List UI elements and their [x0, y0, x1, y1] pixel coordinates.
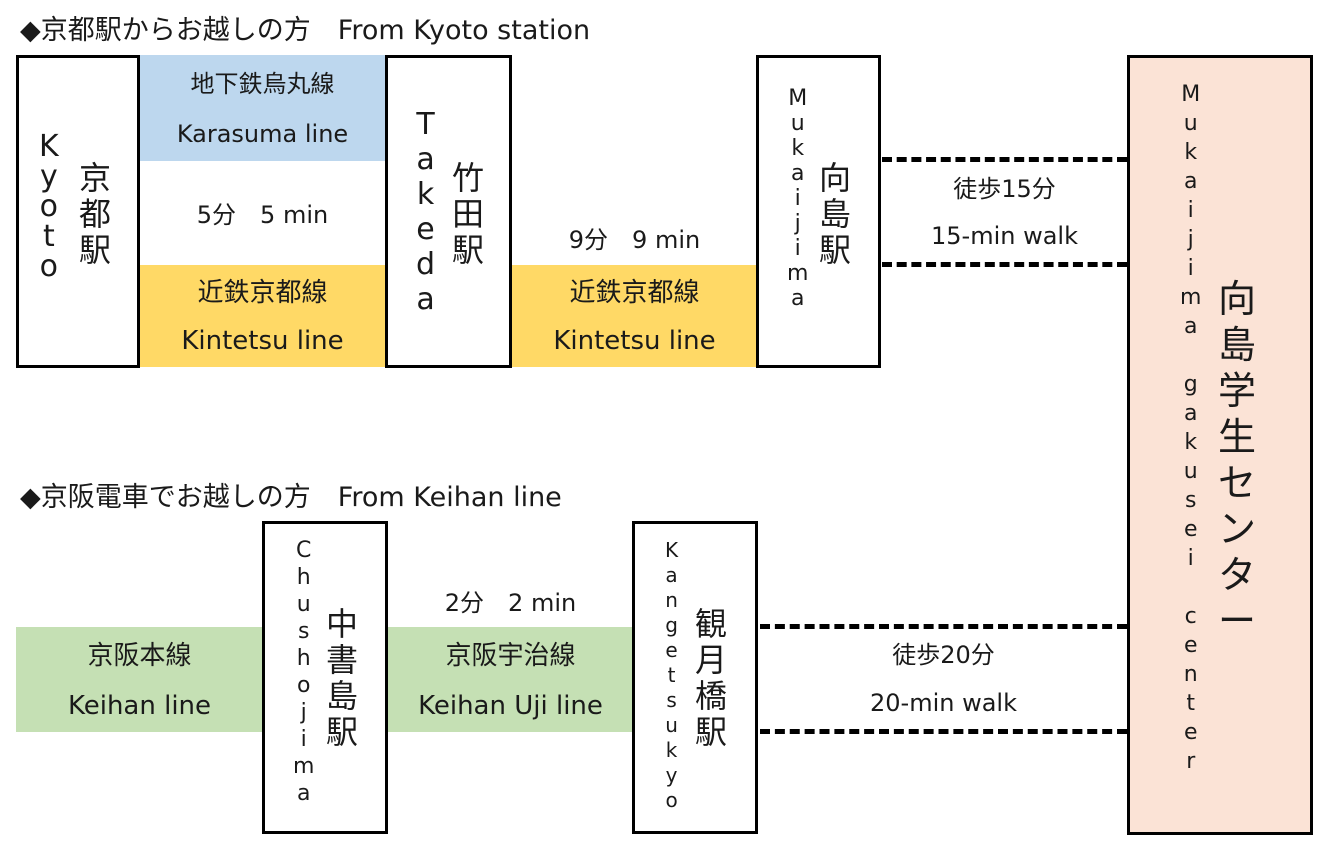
kintetsu-line-en-1: Kintetsu line — [140, 315, 385, 367]
takeda-mukaijima-travel-time: 9分 9 min — [568, 225, 701, 254]
kyoto-station-jp: 京都駅 — [79, 159, 112, 269]
center-name-jp: 向 島 学 生 セ ン タ ー — [1218, 277, 1257, 643]
chushojima-station-box: C h u s h o j i m a 中書島駅 — [262, 521, 388, 834]
center-name-en: M u k a i j i m a g a k u s e i c e n t … — [1180, 82, 1202, 774]
mukaijima-station-en: M u k a i j i m a — [787, 86, 809, 311]
walk-20-en: 20-min walk — [870, 689, 1017, 717]
takeda-station-jp: 竹田駅 — [452, 159, 485, 269]
walk-15-jp: 徒歩15分 — [953, 174, 1056, 203]
mukaijima-gakusei-center-box: M u k a i j i m a g a k u s e i c e n t … — [1127, 55, 1313, 835]
chushojima-station-en: C h u s h o j i m a — [293, 538, 315, 806]
keihan-route-heading: ◆京阪電車でお越しの方 From Keihan line — [20, 482, 562, 513]
walk-15-en: 15-min walk — [931, 222, 1078, 250]
walk-20-jp: 徒歩20分 — [892, 640, 995, 669]
mukaijima-station-box: M u k a i j i m a 向島駅 — [756, 55, 881, 368]
kangetsukyo-station-box: K a n g e t s u k y o 観月橋駅 — [632, 521, 758, 834]
takeda-station-box: T a k e d a 竹田駅 — [385, 55, 512, 368]
chushojima-kangetsukyo-travel-time: 2分 2 min — [444, 588, 577, 617]
mukaijima-station-jp: 向島駅 — [819, 159, 852, 269]
keihan-uji-line-en: Keihan Uji line — [388, 679, 633, 732]
walk-route-line-bottom-1 — [882, 262, 1127, 267]
kyoto-takeda-travel-time: 5分 5 min — [196, 200, 329, 229]
kyoto-station-box: K y o t o 京都駅 — [16, 55, 140, 368]
kintetsu-line-jp-1: 近鉄京都線 — [140, 265, 385, 315]
kyoto-station-en: K y o t o — [39, 129, 59, 284]
kintetsu-line-en-2: Kintetsu line — [512, 315, 757, 367]
keihan-main-line-jp: 京阪本線 — [16, 627, 263, 679]
karasuma-line-en: Karasuma line — [140, 107, 385, 161]
kangetsukyo-station-jp: 観月橋駅 — [695, 605, 728, 751]
walk-route-line-bottom-2 — [760, 729, 1127, 734]
kyoto-route-heading: ◆京都駅からお越しの方 From Kyoto station — [20, 15, 591, 46]
karasuma-line-jp: 地下鉄烏丸線 — [140, 55, 385, 107]
keihan-main-line-en: Keihan line — [16, 679, 263, 732]
takeda-station-en: T a k e d a — [416, 107, 436, 317]
walk-route-line-top-1 — [882, 157, 1127, 162]
keihan-uji-line-jp: 京阪宇治線 — [388, 627, 633, 679]
chushojima-station-jp: 中書島駅 — [326, 605, 359, 751]
walk-route-line-top-2 — [760, 624, 1127, 629]
kangetsukyo-station-en: K a n g e t s u k y o — [665, 538, 679, 812]
kintetsu-line-jp-2: 近鉄京都線 — [512, 265, 757, 315]
